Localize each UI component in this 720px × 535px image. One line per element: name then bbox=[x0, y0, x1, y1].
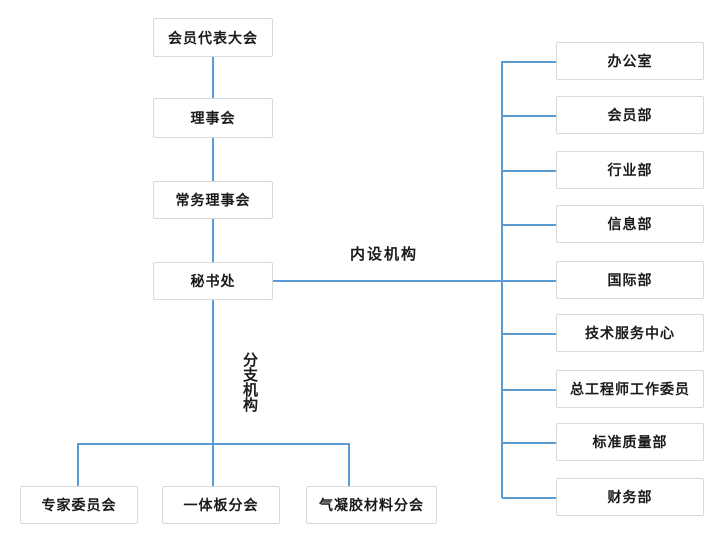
connector-standing-secretariat bbox=[212, 219, 214, 262]
node-secretariat: 秘书处 bbox=[153, 262, 273, 300]
connector-stub-membership bbox=[502, 115, 556, 117]
node-expert-committee: 专家委员会 bbox=[20, 486, 138, 524]
node-council: 理事会 bbox=[153, 98, 273, 138]
node-office: 办公室 bbox=[556, 42, 704, 80]
connector-branch-bus bbox=[77, 443, 350, 445]
node-industry-dept: 行业部 bbox=[556, 151, 704, 189]
node-integrated-panel-branch: 一体板分会 bbox=[162, 486, 280, 524]
internal-orgs-label: 内设机构 bbox=[350, 246, 419, 263]
connector-stub-tech-service bbox=[502, 333, 556, 335]
node-member-congress: 会员代表大会 bbox=[153, 18, 273, 57]
node-aerogel-materials-branch: 气凝胶材料分会 bbox=[306, 486, 437, 524]
connector-congress-council bbox=[212, 57, 214, 98]
connector-council-standing bbox=[212, 138, 214, 181]
connector-secretariat-internal bbox=[273, 280, 502, 282]
connector-drop-aerogel-branch bbox=[348, 443, 350, 486]
node-information-dept: 信息部 bbox=[556, 205, 704, 243]
connector-stub-office bbox=[502, 61, 556, 63]
node-standards-quality-dept: 标准质量部 bbox=[556, 423, 704, 461]
connector-stub-standards bbox=[502, 442, 556, 444]
connector-stub-international bbox=[502, 280, 556, 282]
node-international-dept: 国际部 bbox=[556, 261, 704, 299]
connector-stub-chief-engineer bbox=[502, 389, 556, 391]
connector-drop-expert-committee bbox=[77, 443, 79, 486]
connector-secretariat-branches bbox=[212, 300, 214, 486]
node-tech-service-center: 技术服务中心 bbox=[556, 314, 704, 352]
connector-stub-information bbox=[502, 224, 556, 226]
node-standing-council: 常务理事会 bbox=[153, 181, 273, 219]
node-finance-dept: 财务部 bbox=[556, 478, 704, 516]
node-membership-dept: 会员部 bbox=[556, 96, 704, 134]
branch-orgs-label: 分支机构 bbox=[242, 352, 258, 414]
connector-internal-bus bbox=[501, 61, 503, 498]
connector-stub-finance bbox=[502, 497, 556, 499]
connector-stub-industry bbox=[502, 170, 556, 172]
node-chief-engineer-committee: 总工程师工作委员 bbox=[556, 370, 704, 408]
